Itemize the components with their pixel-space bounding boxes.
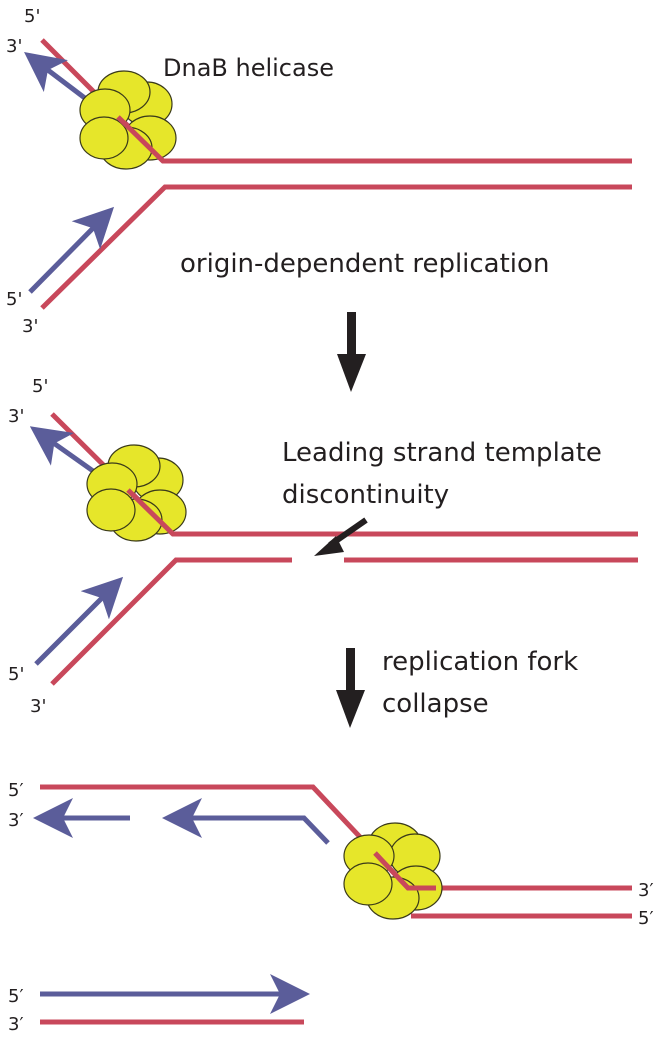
discontinuity-label-line-1: Leading strand template bbox=[282, 438, 602, 468]
template-strand-top-over-helicase bbox=[116, 115, 165, 163]
end-label-top-3: 3' bbox=[6, 36, 22, 57]
end-label-right-5: 5′ bbox=[638, 908, 654, 929]
step-caption-fork-collapse-line-2: collapse bbox=[382, 689, 489, 719]
down-arrow-1 bbox=[337, 312, 366, 392]
panel-3: 5′ 3′ 3′ 5′ bbox=[8, 780, 654, 929]
dnab-helicase bbox=[79, 70, 177, 170]
end-label-bottom-3: 3' bbox=[30, 696, 46, 717]
end-label-left-3: 3′ bbox=[8, 810, 24, 831]
down-arrow-2 bbox=[336, 648, 365, 728]
end-label-bottom-5: 5' bbox=[6, 289, 22, 310]
end-label-top-3: 3' bbox=[8, 406, 24, 427]
panel-2: Leading strand template discontinuity 5'… bbox=[8, 376, 638, 717]
panel-4: 5′ 3′ bbox=[8, 974, 310, 1035]
end-label-5: 5′ bbox=[8, 986, 24, 1007]
panel-1: DnaB helicase 5' 3' 5' 3' bbox=[6, 6, 632, 337]
template-strand-bottom-left bbox=[50, 557, 292, 686]
template-strand-top-over-helicase bbox=[126, 488, 175, 536]
end-label-top-5: 5' bbox=[32, 376, 48, 397]
end-label-bottom-5: 5' bbox=[8, 664, 24, 685]
nascent-strand-leading bbox=[34, 576, 124, 666]
helicase-label: DnaB helicase bbox=[163, 54, 334, 82]
end-label-right-3: 3′ bbox=[638, 880, 654, 901]
template-strand-top-over-helicase bbox=[373, 851, 436, 891]
end-label-bottom-3: 3' bbox=[22, 316, 38, 337]
step-caption-fork-collapse-line-1: replication fork bbox=[382, 647, 578, 677]
discontinuity-pointer-arrow bbox=[314, 517, 368, 556]
end-label-3: 3′ bbox=[8, 1014, 24, 1035]
step-caption-origin-dependent: origin-dependent replication bbox=[180, 249, 549, 279]
template-strand-top bbox=[40, 784, 632, 891]
template-strand-bottom bbox=[40, 184, 632, 310]
end-label-left-5: 5′ bbox=[8, 780, 24, 801]
end-label-top-5: 5' bbox=[24, 6, 40, 27]
nascent-fragment-right bbox=[162, 798, 330, 845]
discontinuity-label-line-2: discontinuity bbox=[282, 480, 449, 510]
dnab-helicase bbox=[343, 822, 443, 920]
dnab-helicase bbox=[86, 444, 187, 542]
nascent-strand-leading bbox=[28, 206, 115, 294]
